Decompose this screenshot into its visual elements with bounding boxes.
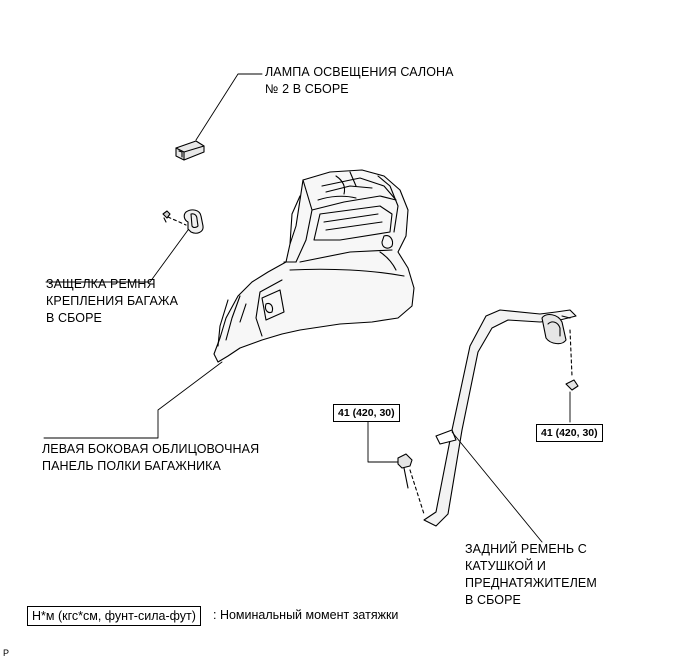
rear-belt-label-line1: ЗАДНИЙ РЕМЕНЬ С (465, 542, 587, 556)
side-trim-panel-part (213, 169, 415, 363)
leader-rear-belt (451, 431, 543, 543)
leader-strap-latch (45, 229, 189, 283)
leader-anchor-bolt (367, 421, 399, 463)
side-panel-label-line1: ЛЕВАЯ БОКОВАЯ ОБЛИЦОВОЧНАЯ (42, 442, 260, 456)
rear-belt-label: ЗАДНИЙ РЕМЕНЬ С КАТУШКОЙ И ПРЕДНАТЯЖИТЕЛ… (465, 541, 597, 609)
side-panel-label: ЛЕВАЯ БОКОВАЯ ОБЛИЦОВОЧНАЯ ПАНЕЛЬ ПОЛКИ … (42, 441, 259, 475)
rear-belt-label-line2: КАТУШКОЙ И (465, 559, 546, 573)
corner-mark: P (3, 648, 10, 658)
room-lamp-part (175, 140, 205, 161)
anchor-bolt-part (397, 453, 425, 515)
leader-room-lamp (195, 73, 263, 141)
room-lamp-label-line1: ЛАМПА ОСВЕЩЕНИЯ САЛОНА (265, 65, 454, 79)
torque-anchor-bolt: 41 (420, 30) (333, 404, 400, 422)
legend-unit-box: Н*м (кгс*см, фунт-сила-фут) (27, 606, 201, 626)
torque-retractor-nut: 41 (420, 30) (536, 424, 603, 442)
rear-belt-part (423, 309, 579, 527)
leader-side-panel (43, 361, 223, 439)
strap-latch-label-line3: В СБОРЕ (46, 311, 102, 325)
rear-belt-label-line4: В СБОРЕ (465, 593, 521, 607)
legend-description: : Номинальный момент затяжки (213, 608, 399, 622)
room-lamp-label-line2: № 2 В СБОРЕ (265, 82, 349, 96)
strap-latch-label-line2: КРЕПЛЕНИЯ БАГАЖА (46, 294, 179, 308)
room-lamp-label: ЛАМПА ОСВЕЩЕНИЯ САЛОНА № 2 В СБОРЕ (265, 64, 454, 98)
strap-latch-label: ЗАЩЕЛКА РЕМНЯ КРЕПЛЕНИЯ БАГАЖА В СБОРЕ (46, 276, 178, 327)
strap-latch-part (162, 209, 204, 234)
strap-latch-label-line1: ЗАЩЕЛКА РЕМНЯ (46, 277, 156, 291)
rear-belt-label-line3: ПРЕДНАТЯЖИТЕЛЕМ (465, 576, 597, 590)
leader-lines (43, 73, 571, 543)
side-panel-label-line2: ПАНЕЛЬ ПОЛКИ БАГАЖНИКА (42, 459, 221, 473)
